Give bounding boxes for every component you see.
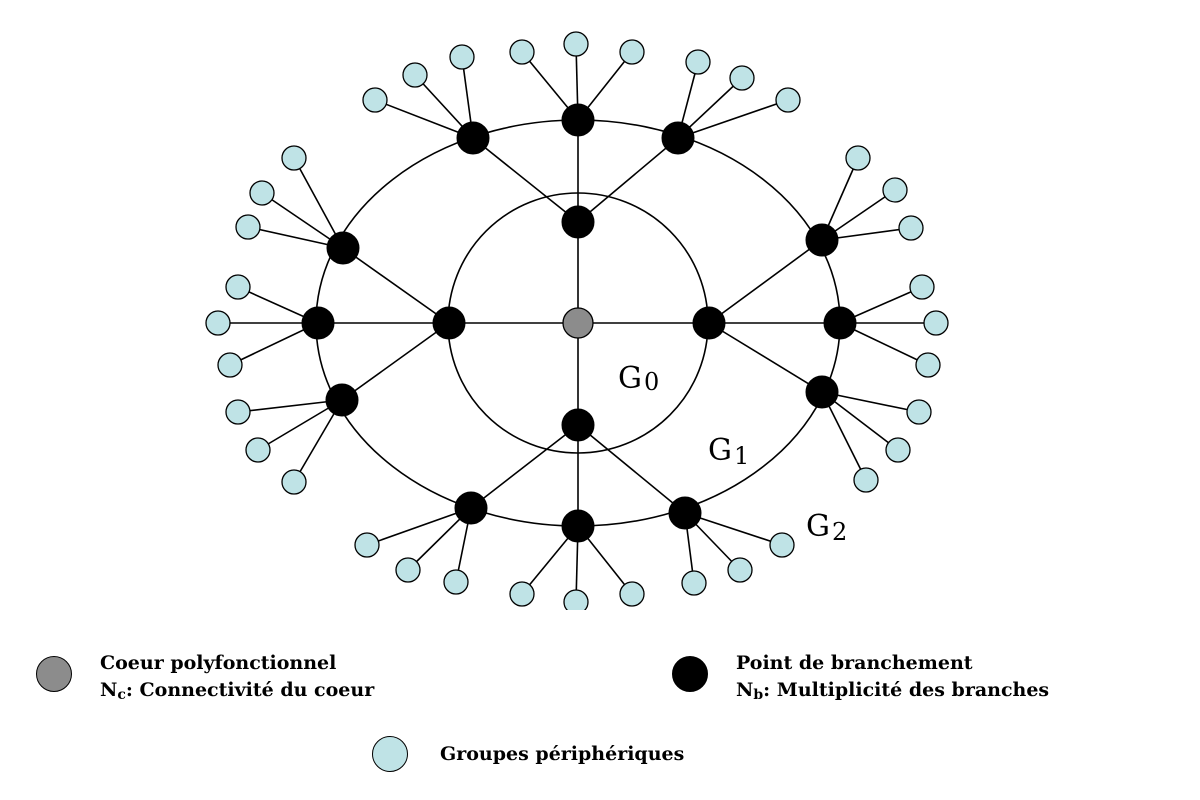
branch-point-node: [692, 306, 726, 340]
nodes: [205, 31, 949, 610]
branch-point-node: [326, 231, 360, 265]
legend-branch-point-description-line: Nb: Multiplicité des branches: [736, 677, 1049, 709]
branch-point-node: [561, 509, 595, 543]
peripheral-group-node: [729, 65, 755, 91]
legend-branch-point-symbol: N: [736, 679, 754, 701]
legend-branch-point-subscript: b: [753, 687, 764, 703]
dendrimer-diagram: G0 G1 G2: [205, 31, 949, 610]
legend-core-symbol: N: [100, 679, 118, 701]
branch-point-node: [661, 121, 695, 155]
peripheral-group-node: [845, 145, 871, 171]
peripheral-group-node: [225, 274, 251, 300]
legend-core-title: Coeur polyfonctionnel: [100, 652, 337, 674]
peripheral-group-node: [769, 532, 795, 558]
peripheral-group-node: [245, 437, 271, 463]
branch-point-node: [823, 306, 857, 340]
legend-core-subscript: c: [117, 687, 126, 703]
peripheral-group-node: [235, 214, 261, 240]
peripheral-group-node: [853, 467, 879, 493]
legend-core-description: : Connectivité du coeur: [125, 679, 375, 701]
peripheral-group-node: [402, 62, 428, 88]
branch-bond: [342, 247, 450, 324]
peripheral-group-node: [395, 557, 421, 583]
peripheral-bond: [366, 507, 472, 546]
peripheral-bond: [677, 99, 789, 139]
branch-point-node: [561, 205, 595, 239]
branch-bond: [341, 322, 450, 401]
peripheral-bond: [821, 391, 920, 413]
peripheral-group-node: [775, 87, 801, 113]
peripheral-group-node: [885, 437, 911, 463]
peripheral-group-node: [509, 581, 535, 607]
peripheral-group-node: [915, 352, 941, 378]
peripheral-bond: [684, 512, 783, 546]
peripheral-group-node: [225, 399, 251, 425]
peripheral-group-node: [362, 87, 388, 113]
peripheral-group-node: [354, 532, 380, 558]
peripheral-group-node: [727, 557, 753, 583]
legend-branch-point-description: : Multiplicité des branches: [763, 679, 1050, 701]
branch-point-swatch-icon: [672, 656, 708, 692]
branch-point-node: [301, 306, 335, 340]
peripheral-group-node: [923, 310, 949, 336]
peripheral-group-node: [685, 49, 711, 75]
peripheral-bond: [374, 99, 474, 139]
peripheral-group-node: [563, 589, 589, 610]
legend-branch-point-title: Point de branchement: [736, 652, 973, 674]
peripheral-group-node: [898, 215, 924, 241]
peripheral-group-node: [249, 180, 275, 206]
branch-bond: [708, 239, 823, 324]
branch-point-node: [454, 491, 488, 525]
peripheral-group-node: [443, 569, 469, 595]
legend-peripheral: Groupes périphériques: [372, 736, 684, 772]
peripheral-group-node: [281, 145, 307, 171]
branch-point-node: [668, 496, 702, 530]
peripheral-swatch-icon: [372, 736, 408, 772]
legend-branch-point-text: Point de branchement Nb: Multiplicité de…: [736, 650, 1049, 709]
peripheral-group-node: [906, 399, 932, 425]
peripheral-group-node: [281, 469, 307, 495]
branch-point-node: [805, 375, 839, 409]
branch-bond: [577, 137, 679, 223]
branch-point-node: [561, 103, 595, 137]
peripheral-group-node: [619, 39, 645, 65]
peripheral-group-node: [449, 44, 475, 70]
peripheral-bond: [293, 157, 344, 249]
legend-core: Coeur polyfonctionnel Nc: Connectivité d…: [36, 650, 374, 709]
peripheral-bond: [237, 399, 343, 413]
branch-point-node: [456, 121, 490, 155]
peripheral-group-node: [681, 570, 707, 596]
peripheral-group-node: [619, 581, 645, 607]
branch-bond: [708, 322, 823, 393]
legend-peripheral-text: Groupes périphériques: [440, 736, 684, 772]
generation-label-g1: G1: [708, 433, 749, 470]
peripheral-group-node: [205, 310, 231, 336]
branch-point-node: [805, 223, 839, 257]
peripheral-group-node: [882, 177, 908, 203]
branch-bond: [472, 137, 579, 223]
legend-peripheral-title: Groupes périphériques: [440, 743, 685, 765]
core-swatch-icon: [36, 656, 72, 692]
legend-core-text: Coeur polyfonctionnel Nc: Connectivité d…: [100, 650, 374, 709]
branch-point-node: [561, 408, 595, 442]
branch-point-node: [432, 306, 466, 340]
branch-bond: [577, 424, 686, 514]
peripheral-group-node: [909, 274, 935, 300]
branch-bond: [470, 424, 579, 509]
peripheral-group-node: [563, 31, 589, 57]
peripheral-group-node: [509, 39, 535, 65]
legend-branch-point: Point de branchement Nb: Multiplicité de…: [672, 650, 1049, 709]
generation-label-g2: G2: [806, 509, 847, 546]
core-node: [562, 307, 594, 339]
branch-point-node: [325, 383, 359, 417]
legend-core-description-line: Nc: Connectivité du coeur: [100, 677, 374, 709]
generation-label-g0: G0: [618, 361, 659, 396]
peripheral-group-node: [217, 352, 243, 378]
